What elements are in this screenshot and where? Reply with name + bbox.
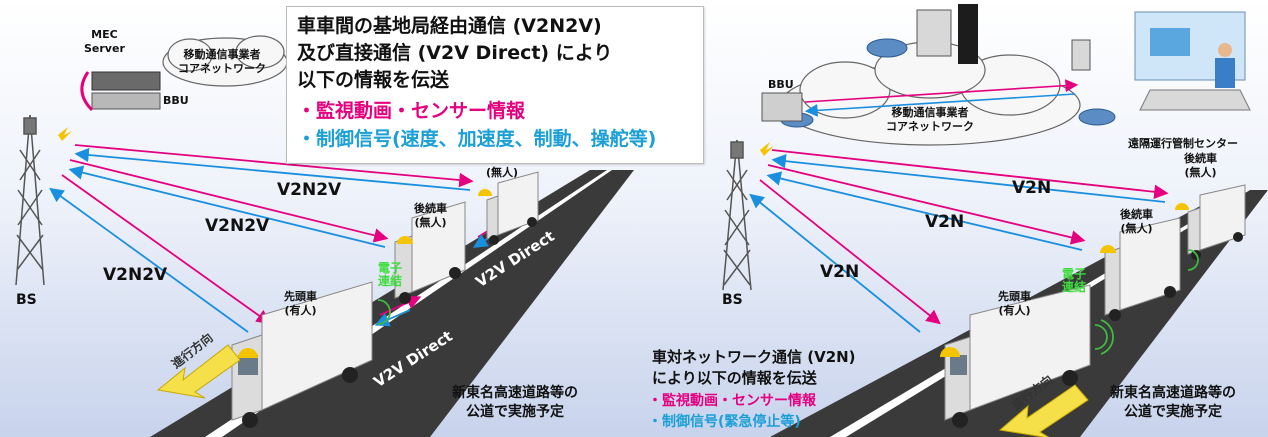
v2n-caption-line-1: 車対ネットワーク通信 (V2N) <box>652 348 856 366</box>
v2n-caption-line-2: により以下の情報を伝送 <box>652 369 817 387</box>
v2n-label-2: V2N <box>925 212 965 232</box>
left-follow-truck-2 <box>486 171 539 245</box>
truck-signal-icon <box>238 189 1189 358</box>
right-direction-arrow-icon <box>998 384 1089 437</box>
left-note: 新東名高速道路等の 公道で実施予定 <box>452 385 578 420</box>
left-wireless-wave-icon <box>377 299 391 325</box>
callout-line-1: 車車間の基地局経由通信 (V2N2V) <box>297 15 602 37</box>
left-follow-vehicle-2-label: (無人) <box>486 166 519 179</box>
server-rack-icon <box>916 4 1091 71</box>
right-follow-vehicle-2-label: 後続車 (無人) <box>1184 152 1217 179</box>
left-bs-label: BS <box>16 292 37 308</box>
v2n2v-callout: 車車間の基地局経由通信 (V2N2V) 及び直接通信 (V2V Direct) … <box>286 6 704 164</box>
left-follow-vehicle-1-label: 後続車 (無人) <box>414 202 447 229</box>
right-bs-label: BS <box>722 292 743 308</box>
v2n-caption-item-control: ・制御信号(緊急停止等) <box>648 414 801 430</box>
left-core-network-label: 移動通信事業者 コアネットワーク <box>178 48 266 75</box>
v2n-label-3: V2N <box>820 262 860 282</box>
remote-control-center-icon <box>1134 11 1251 111</box>
callout-line-2: 及び直接通信 (V2V Direct) により <box>297 42 613 64</box>
v2n-caption-item-video: ・監視動画・センサー情報 <box>648 393 816 409</box>
left-lead-vehicle-label: 先頭車 (有人) <box>284 290 317 317</box>
left-bs-tower <box>15 114 45 286</box>
v2n2v-label-3: V2N2V <box>103 265 168 285</box>
left-electronic-coupling-label: 電子 連結 <box>378 261 403 288</box>
right-wireless-wave-icon <box>1094 249 1199 355</box>
callout-line-3: 以下の情報を伝送 <box>297 69 450 91</box>
callout-item-control: ・制御信号(速度、加速度、制動、操舵等) <box>297 128 657 150</box>
right-bs-tower <box>722 139 752 291</box>
left-follow-truck-1 <box>394 201 466 304</box>
v2n2v-label-1: V2N2V <box>277 180 342 200</box>
right-antenna-signal-icon <box>760 142 774 156</box>
right-electronic-coupling-label: 電子 連結 <box>1062 267 1087 294</box>
callout-item-video: ・監視動画・センサー情報 <box>297 100 526 122</box>
right-lead-vehicle-label: 先頭車 (有人) <box>998 290 1031 317</box>
left-direction-arrow-icon <box>156 344 241 399</box>
left-core-network-cloud <box>162 35 288 87</box>
remote-center-label: 遠隔運行管制センター <box>1128 137 1238 150</box>
mec-loop-arrow-icon <box>80 71 94 112</box>
mec-server-icon <box>91 71 161 91</box>
right-bbu-label: BBU <box>768 78 794 91</box>
right-lead-truck <box>944 284 1091 428</box>
left-bbu-label: BBU <box>163 94 189 107</box>
mec-server-label: MEC Server <box>84 28 125 55</box>
left-bbu-icon <box>91 92 161 110</box>
v2n-label-1: V2N <box>1012 178 1052 198</box>
right-core-network-label: 移動通信事業者 コアネットワーク <box>886 106 974 133</box>
right-note: 新東名高速道路等の 公道で実施予定 <box>1110 385 1236 420</box>
v2n2v-label-2: V2N2V <box>205 216 270 236</box>
right-follow-truck-1 <box>1104 217 1181 321</box>
right-follow-truck-2 <box>1187 184 1246 260</box>
right-bbu-icon <box>761 92 803 122</box>
left-antenna-signal-icon <box>58 127 72 141</box>
right-follow-vehicle-1-label: 後続車 (無人) <box>1120 208 1153 235</box>
